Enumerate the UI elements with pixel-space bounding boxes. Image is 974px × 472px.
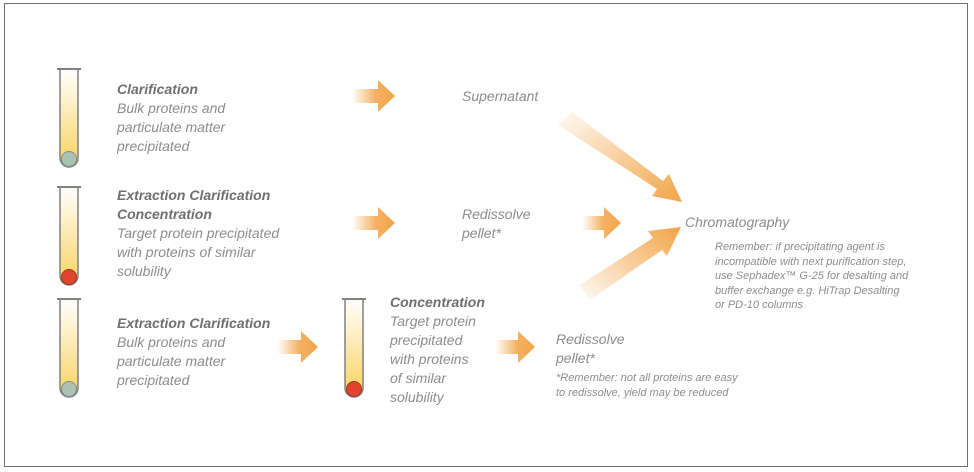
- chromatography-note-line: buffer exchange e.g. HiTrap Desalting: [715, 284, 900, 297]
- row3-second-body-line: of similar: [390, 370, 447, 386]
- chromatography-note-line: or PD-10 columns: [715, 299, 804, 311]
- arrow-supernatant-to-chromatography: [558, 112, 682, 202]
- chromatography-label: Chromatography: [685, 214, 790, 230]
- row3-second-body-line: solubility: [390, 389, 444, 405]
- row3-second-body-line: precipitated: [390, 332, 463, 348]
- test-tube-row3-second: [342, 296, 366, 436]
- row3-second-body-line: Target protein: [390, 313, 476, 329]
- chromatography-note: Remember: if precipitating agent is inco…: [715, 240, 908, 313]
- row3-second-description: Concentration Target protein precipitate…: [390, 293, 485, 407]
- test-tube-row1: [57, 66, 81, 170]
- arrow-row3-to-chromatography: [580, 227, 681, 300]
- row2-result-label: Redissolve pellet*: [462, 205, 530, 243]
- row3-second-heading: Concentration: [390, 294, 485, 310]
- arrow-row3-second: [495, 331, 535, 363]
- arrow-row2: [352, 207, 395, 239]
- row1-result-label: Supernatant: [462, 88, 539, 104]
- row3-body-line: particulate matter: [117, 353, 226, 369]
- chromatography-note-line: Remember: if precipitating agent is: [715, 241, 885, 253]
- row3-heading: Extraction Clarification: [117, 315, 271, 331]
- row3-result-label: Redissolve pellet*: [556, 330, 624, 368]
- row3-body-line: precipitated: [117, 372, 190, 388]
- chromatography-note-line: incompatible with next purification step…: [715, 255, 907, 268]
- row1-body-line: Bulk proteins and: [117, 100, 226, 116]
- test-tube-row3: [57, 296, 81, 400]
- row1-body-line: particulate matter: [117, 119, 226, 135]
- row2-body-line: with proteins of similar: [117, 244, 256, 260]
- row3-result-line: pellet*: [556, 350, 595, 366]
- row3-body-line: Bulk proteins and: [117, 334, 226, 350]
- arrow-row2-to-chromatography: [582, 207, 621, 239]
- row2-description: Extraction Clarification Concentration T…: [117, 186, 279, 281]
- row1-heading: Clarification: [117, 81, 198, 97]
- arrow-row1: [352, 80, 395, 112]
- arrow-row3-first: [277, 331, 318, 363]
- row2-heading-2: Concentration: [117, 206, 212, 222]
- chromatography-note-line: use Sephadex™ G-25 for desalting and: [715, 270, 909, 282]
- row3-footnote-line: *Remember: not all proteins are easy: [556, 372, 738, 384]
- test-tube-row2: [57, 184, 81, 288]
- row2-body-line: Target protein precipitated: [117, 225, 280, 241]
- row3-second-body-line: with proteins: [390, 351, 469, 367]
- row2-result-line: pellet*: [462, 225, 501, 241]
- row1-body-line: precipitated: [117, 138, 190, 154]
- row2-result-line: Redissolve: [462, 206, 531, 222]
- row2-heading: Extraction Clarification: [117, 187, 271, 203]
- row3-description: Extraction Clarification Bulk proteins a…: [117, 314, 270, 390]
- diagram-frame: [4, 3, 968, 467]
- row3-footnote: *Remember: not all proteins are easy to …: [556, 371, 738, 400]
- row1-description: Clarification Bulk proteins and particul…: [117, 80, 225, 156]
- row2-body-line: solubility: [117, 263, 171, 279]
- row3-footnote-line: to redissolve, yield may be reduced: [556, 386, 729, 399]
- row3-result-line: Redissolve: [556, 331, 625, 347]
